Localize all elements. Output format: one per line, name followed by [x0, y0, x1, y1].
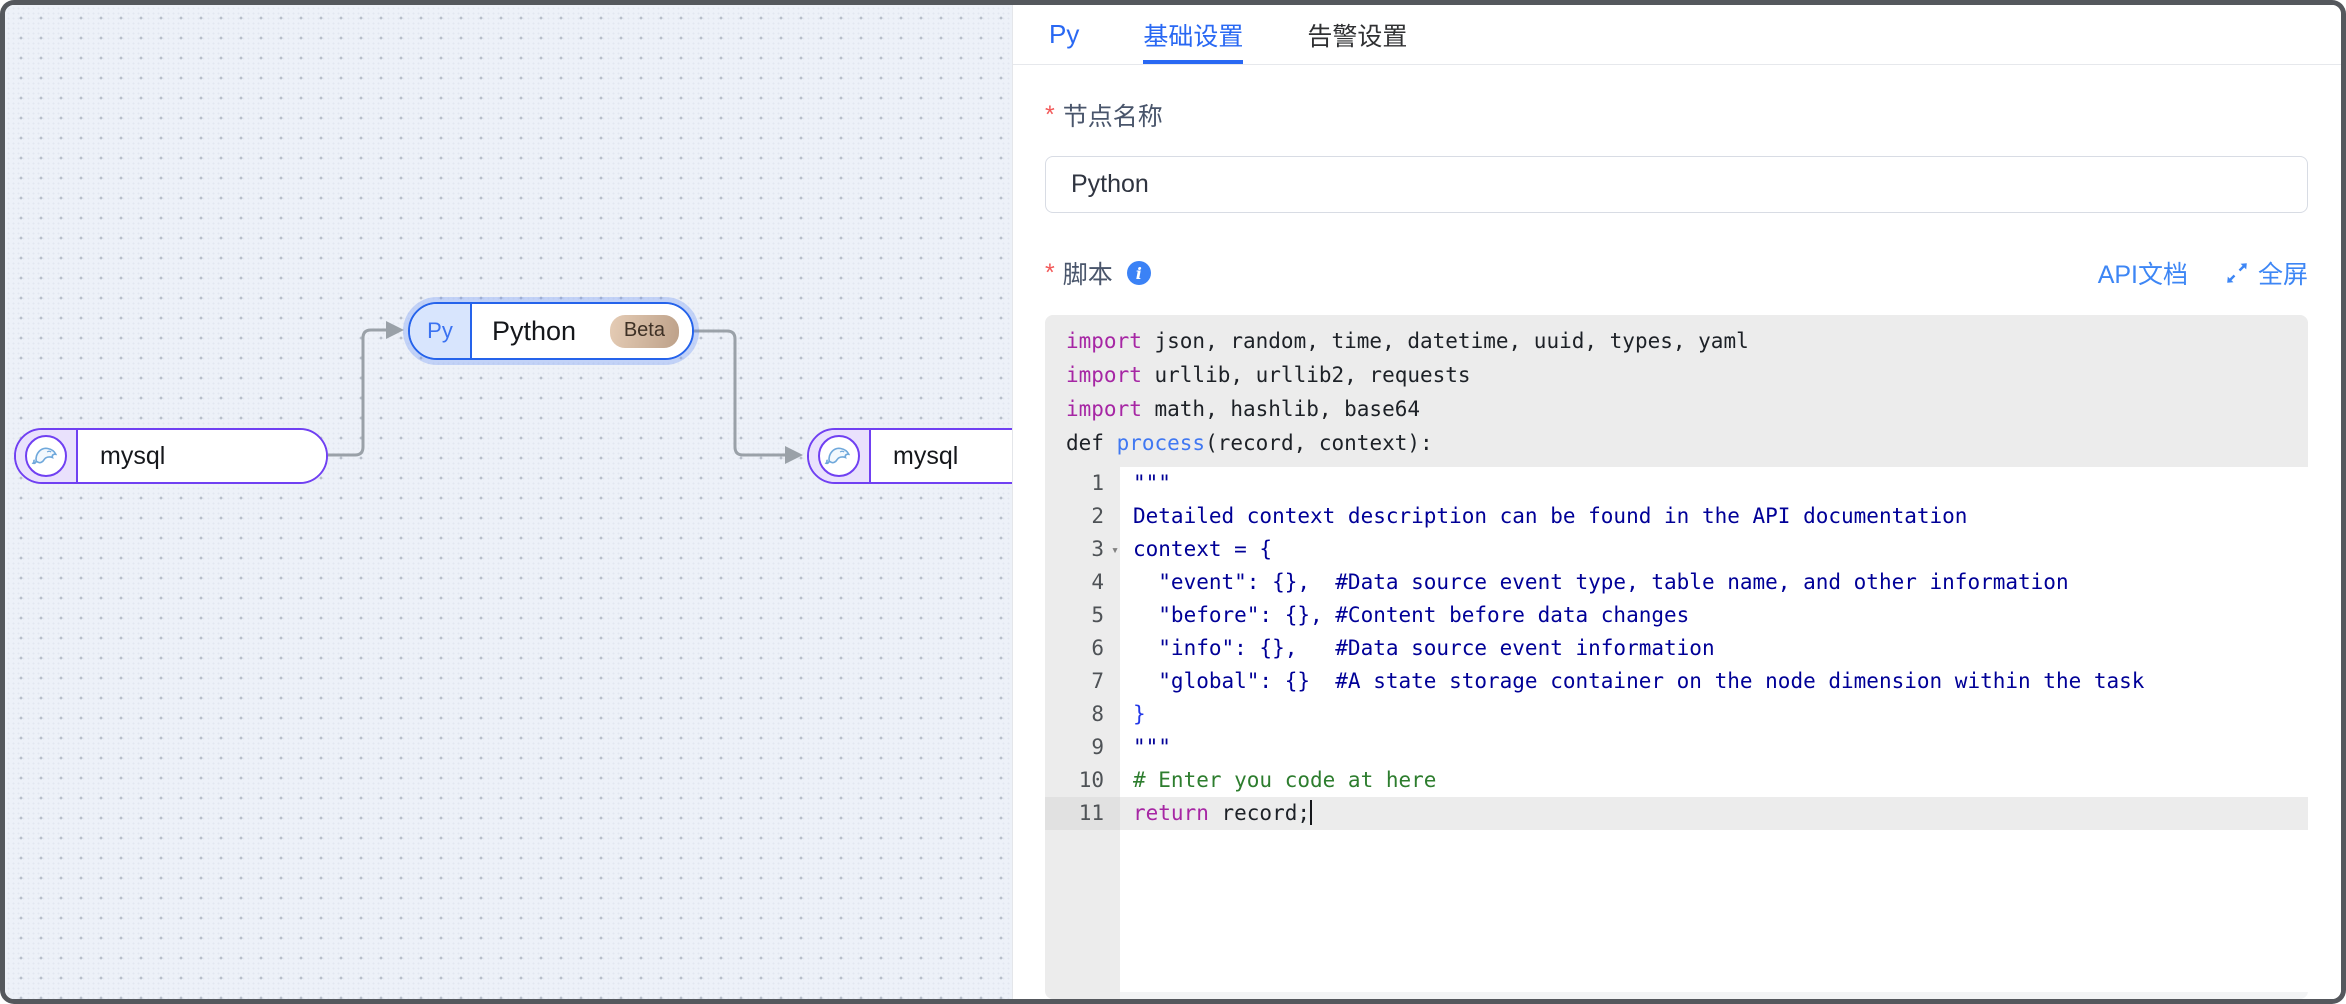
node-name-input[interactable] [1045, 156, 2308, 213]
code-header-line: import urllib, urllib2, requests [1066, 363, 1471, 387]
python-icon-section: Py [410, 304, 472, 358]
line-number[interactable]: 1 [1091, 471, 1104, 495]
line-number[interactable]: 8 [1091, 702, 1104, 726]
code-line-text[interactable]: "event": {}, #Data source event type, ta… [1133, 570, 2069, 594]
edge-python-to-mysql [694, 329, 785, 457]
script-label-row: * 脚本 i API文档 [1045, 255, 2308, 291]
code-line[interactable]: 11 return record; [1045, 797, 2308, 830]
code-editor[interactable]: import json, random, time, datetime, uui… [1045, 315, 2308, 999]
code-line[interactable]: 8} [1045, 698, 2308, 731]
code-header-line: import json, random, time, datetime, uui… [1066, 329, 1749, 353]
line-number[interactable]: 3▾ [1045, 533, 1120, 566]
node-mysql-source[interactable]: mysql [14, 428, 328, 484]
info-icon[interactable]: i [1126, 261, 1151, 285]
code-line[interactable]: 4 "event": {}, #Data source event type, … [1045, 566, 2308, 599]
node-mysql-target[interactable]: mysql [807, 428, 1012, 484]
fullscreen-expand-icon[interactable] [2224, 260, 2250, 286]
required-asterisk: * [1045, 100, 1055, 129]
edge-mysql-to-python [328, 328, 386, 457]
tab-alert-settings[interactable]: 告警设置 [1307, 5, 1407, 64]
code-line-text[interactable]: # Enter you code at here [1133, 768, 1437, 792]
fullscreen-link[interactable]: 全屏 [2257, 261, 2308, 289]
fold-arrow-icon[interactable]: ▾ [1111, 543, 1119, 558]
node-name-label-row: * 节点名称 [1045, 97, 2308, 133]
mysql-dolphin-icon [31, 447, 58, 465]
node-icon-section [809, 430, 871, 482]
edge-connectors [328, 321, 803, 464]
node-label: Python [492, 315, 577, 346]
code-line[interactable]: 10 # Enter you code at here [1045, 764, 2308, 797]
code-line-text[interactable]: Detailed context description can be foun… [1133, 504, 1968, 528]
api-doc-link[interactable]: API文档 [2097, 261, 2188, 289]
line-number[interactable]: 5 [1091, 603, 1104, 627]
line-number[interactable]: 7 [1091, 669, 1104, 693]
node-python-processor[interactable]: Py Python Beta [408, 302, 694, 360]
line-number[interactable]: 6 [1091, 636, 1104, 660]
code-line-text[interactable]: return record; [1133, 800, 1313, 825]
mysql-icon-circle [818, 435, 860, 477]
tab-label: 告警设置 [1307, 22, 1408, 51]
code-header-line: import math, hashlib, base64 [1066, 397, 1421, 421]
tab-label: 基础设置 [1143, 22, 1244, 51]
code-header-line: def process(record, context): [1066, 431, 1433, 455]
pipeline-canvas[interactable]: mysql Py Python Beta [5, 5, 1012, 999]
code-line-text[interactable]: "global": {} #A state storage container … [1133, 669, 2145, 693]
line-number[interactable]: 2 [1091, 504, 1104, 528]
code-line[interactable]: 6 "info": {}, #Data source event informa… [1045, 632, 2308, 665]
beta-badge: Beta [609, 314, 679, 348]
tab-bar: Py 基础设置 告警设置 [1013, 5, 2341, 65]
active-tab-underline [1143, 60, 1244, 64]
panel-py-icon: Py [1049, 19, 1080, 49]
code-line-text[interactable]: } [1133, 702, 1146, 726]
node-body: Python Beta [472, 304, 692, 358]
node-name-label: 节点名称 [1062, 103, 1163, 131]
node-body: mysql [871, 430, 1012, 482]
line-number[interactable]: 4 [1091, 570, 1104, 594]
script-label-group: * 脚本 i [1045, 255, 1151, 291]
script-links: API文档 全 [2098, 255, 2308, 291]
code-line[interactable]: 3▾ context = { [1045, 533, 2308, 566]
arrowhead-icon [386, 321, 404, 339]
required-asterisk: * [1045, 258, 1055, 287]
text-cursor [1310, 800, 1313, 825]
arrowhead-icon [785, 446, 803, 464]
mysql-dolphin-icon [824, 447, 851, 465]
editor-readonly-header: import json, random, time, datetime, uui… [1045, 315, 2308, 467]
code-line[interactable]: 7 "global": {} #A state storage containe… [1045, 665, 2308, 698]
script-label: 脚本 [1062, 261, 1113, 289]
node-icon-section [16, 430, 78, 482]
code-line[interactable]: 9 """ [1045, 731, 2308, 764]
code-line[interactable]: 2 Detailed context description can be fou… [1045, 500, 2308, 533]
settings-panel: Py 基础设置 告警设置 * 节点名称 * 脚本 [1012, 5, 2341, 999]
tab-basic-settings[interactable]: 基础设置 [1143, 5, 1244, 64]
code-line-text[interactable]: "info": {}, #Data source event informati… [1133, 636, 1715, 660]
line-number[interactable]: 9 [1091, 735, 1104, 759]
node-label: mysql [100, 441, 166, 470]
code-line-text[interactable]: "before": {}, #Content before data chang… [1133, 603, 1690, 627]
panel-content: * 节点名称 * 脚本 i API文档 [1013, 65, 2341, 999]
editor-body[interactable]: 1 """ 2 Detailed context description can be… [1045, 467, 2308, 999]
mysql-icon-circle [25, 435, 67, 477]
code-line-text[interactable]: """ [1133, 471, 1171, 495]
code-line-text[interactable]: """ [1133, 735, 1171, 759]
line-number[interactable]: 10 [1078, 768, 1104, 792]
line-number-gutter [1045, 467, 1120, 999]
python-py-icon: Py [427, 318, 453, 343]
node-body: mysql [78, 430, 326, 482]
line-number[interactable]: 11 [1045, 797, 1120, 830]
code-line[interactable]: 1 """ [1045, 467, 2308, 500]
code-line[interactable]: 5 "before": {}, #Content before data cha… [1045, 599, 2308, 632]
code-line-text[interactable]: context = { [1133, 537, 1273, 561]
node-label: mysql [893, 441, 959, 470]
app-root: mysql Py Python Beta [5, 5, 2341, 999]
horizontal-scrollbar[interactable] [1120, 992, 2308, 999]
